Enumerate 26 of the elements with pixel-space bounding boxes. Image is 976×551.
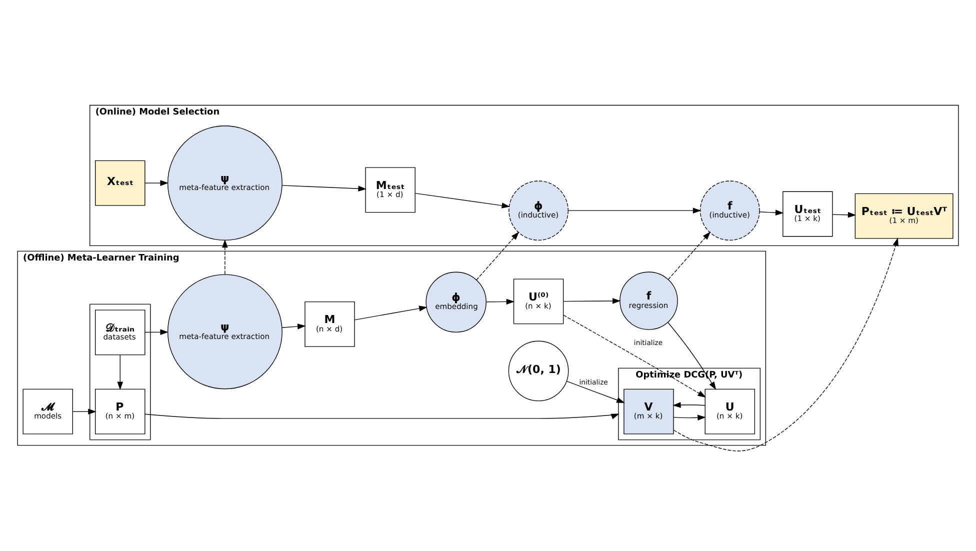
- arrow: [668, 232, 711, 280]
- arrow: [72, 408, 96, 414]
- arrow: [566, 380, 625, 403]
- arrow: [486, 298, 515, 305]
- arrow: [282, 185, 367, 192]
- arrow: [563, 298, 621, 304]
- arrow: [144, 180, 168, 186]
- arrow: [563, 314, 706, 398]
- arrow: [832, 212, 856, 218]
- arrow: [673, 238, 898, 452]
- arrow: [144, 414, 620, 420]
- arrow: [144, 329, 168, 336]
- node-box: Xₜₑₛₜ: [95, 160, 146, 206]
- arrow: [222, 239, 228, 275]
- node-circle: 𝒩(0, 1): [508, 340, 569, 402]
- arrow: [568, 208, 702, 214]
- arrow: [672, 402, 706, 408]
- cluster: [90, 304, 151, 440]
- arrow: [759, 210, 784, 216]
- arrow: [354, 306, 428, 320]
- arrow: [668, 322, 716, 390]
- arrow: [476, 232, 520, 280]
- arrow: [117, 354, 124, 390]
- arrow: [282, 324, 306, 330]
- arrow: [673, 414, 706, 421]
- arrow: [414, 193, 510, 208]
